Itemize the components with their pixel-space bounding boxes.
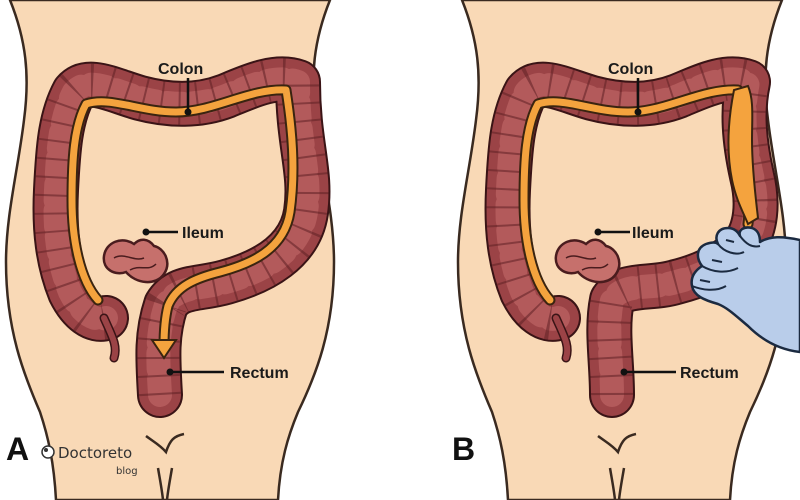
ileum-label-a: Ileum bbox=[182, 225, 224, 242]
panel-letter-b: B bbox=[452, 431, 475, 467]
logo-sub: blog bbox=[116, 466, 138, 477]
colon-label-a: Colon bbox=[158, 61, 203, 78]
panel-b: Colon Ileum Rectum B bbox=[448, 0, 800, 500]
hand-icon bbox=[690, 226, 800, 354]
ileum-b bbox=[554, 238, 621, 284]
logo-name: Doctoreto bbox=[58, 444, 132, 462]
ileum-label-b: Ileum bbox=[632, 225, 674, 242]
ileum-a bbox=[102, 238, 169, 284]
flow-line-a bbox=[66, 84, 299, 360]
panel-a: Colon Ileum Rectum A Doctoreto blog bbox=[0, 0, 345, 500]
panel-letter-a: A bbox=[6, 431, 29, 467]
colon-label-b: Colon bbox=[608, 61, 653, 78]
flow-line-b bbox=[518, 84, 760, 306]
rectum-label-b: Rectum bbox=[680, 365, 739, 382]
arrow-head-icon bbox=[150, 339, 178, 360]
rectum-label-a: Rectum bbox=[230, 365, 289, 382]
doctoreto-logo: Doctoreto blog bbox=[41, 444, 138, 477]
